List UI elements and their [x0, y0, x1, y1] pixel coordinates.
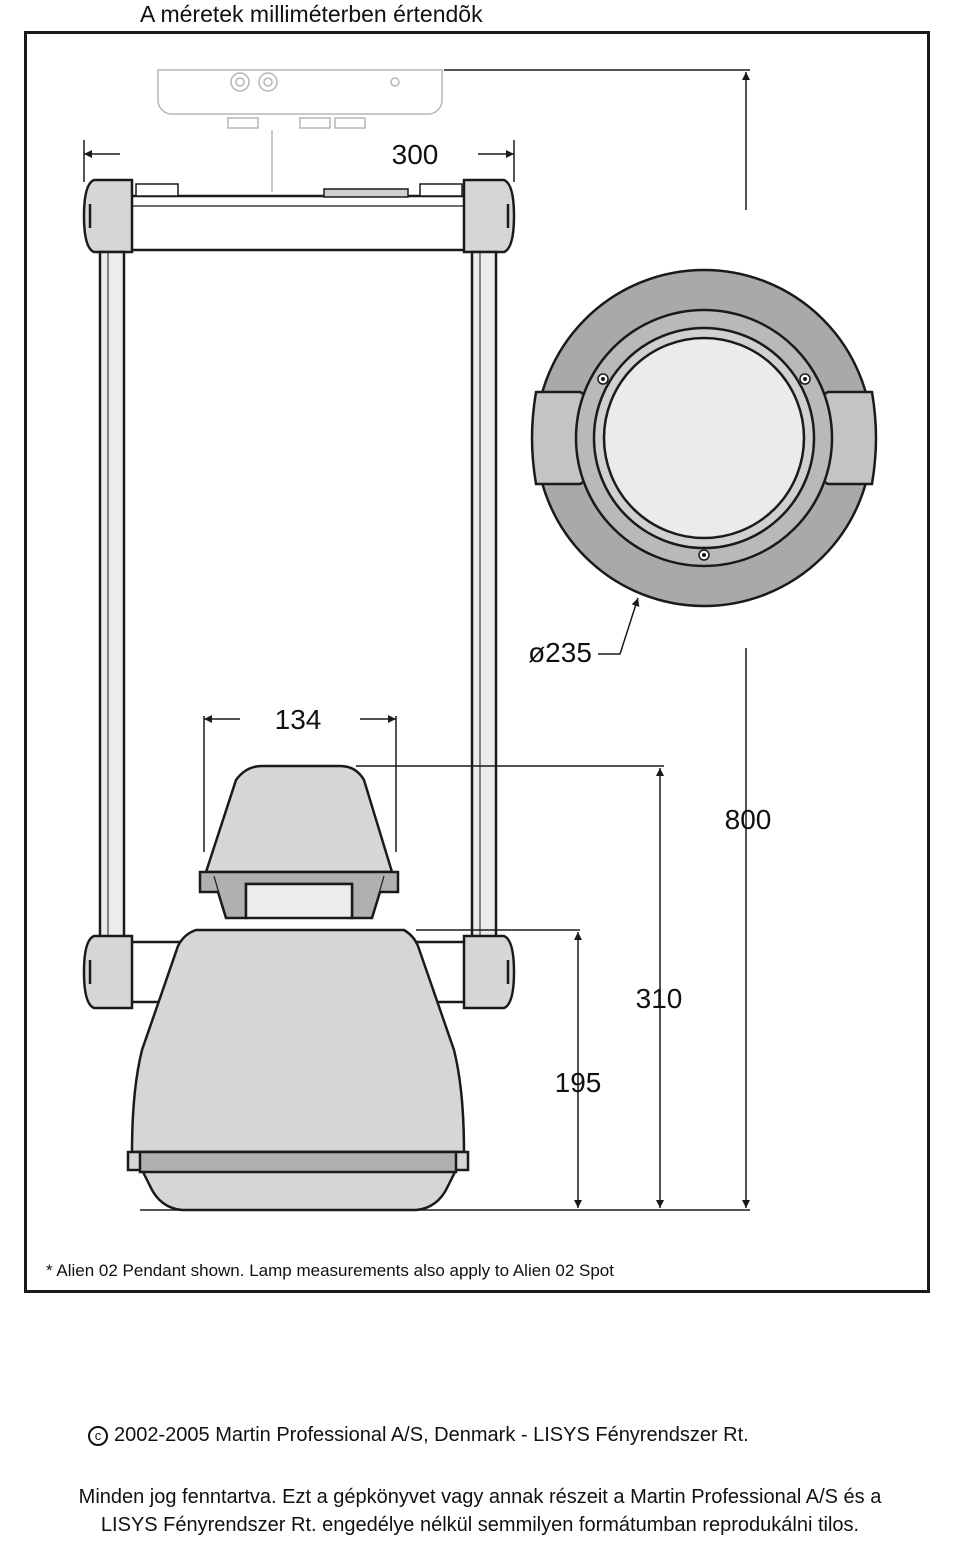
copyright-text: 2002-2005 Martin Professional A/S, Denma… — [114, 1424, 749, 1446]
lamp-body — [126, 928, 470, 1212]
dim-label-total-height: 800 — [725, 804, 772, 835]
top-end-caps — [82, 178, 516, 254]
copyright-line: c 2002-2005 Martin Professional A/S, Denm… — [88, 1424, 749, 1447]
rights-notice: Minden jog fenntartva. Ezt a gépkönyvet … — [0, 1483, 960, 1539]
top-crossbar — [126, 183, 470, 252]
dimension-drawing: 300 ø235 134 800 310 195 — [82, 69, 878, 1212]
bottom-end-caps — [82, 934, 516, 1010]
dim-label-width: 300 — [392, 139, 439, 170]
lamp-head — [198, 764, 400, 920]
rights-line-1: Minden jog fenntartva. Ezt a gépkönyvet … — [78, 1486, 882, 1508]
lamp-top-view — [530, 268, 878, 608]
footnote: * Alien 02 Pendant shown. Lamp measureme… — [46, 1261, 614, 1280]
units-note: A méretek milliméterben értendõk — [140, 1, 483, 27]
dim-label-body-height: 195 — [555, 1067, 602, 1098]
copyright-icon: c — [88, 1426, 108, 1446]
rights-line-2: LISYS Fényrendszer Rt. engedélye nélkül … — [100, 1514, 860, 1536]
dim-label-diameter: ø235 — [528, 637, 592, 668]
suspension-rods — [98, 250, 498, 940]
drawing-frame — [24, 31, 930, 1293]
dim-label-lamp-height: 310 — [636, 983, 683, 1014]
ceiling-mount — [157, 69, 443, 192]
dim-label-head-width: 134 — [275, 704, 322, 735]
dimension-lines — [83, 69, 750, 1211]
